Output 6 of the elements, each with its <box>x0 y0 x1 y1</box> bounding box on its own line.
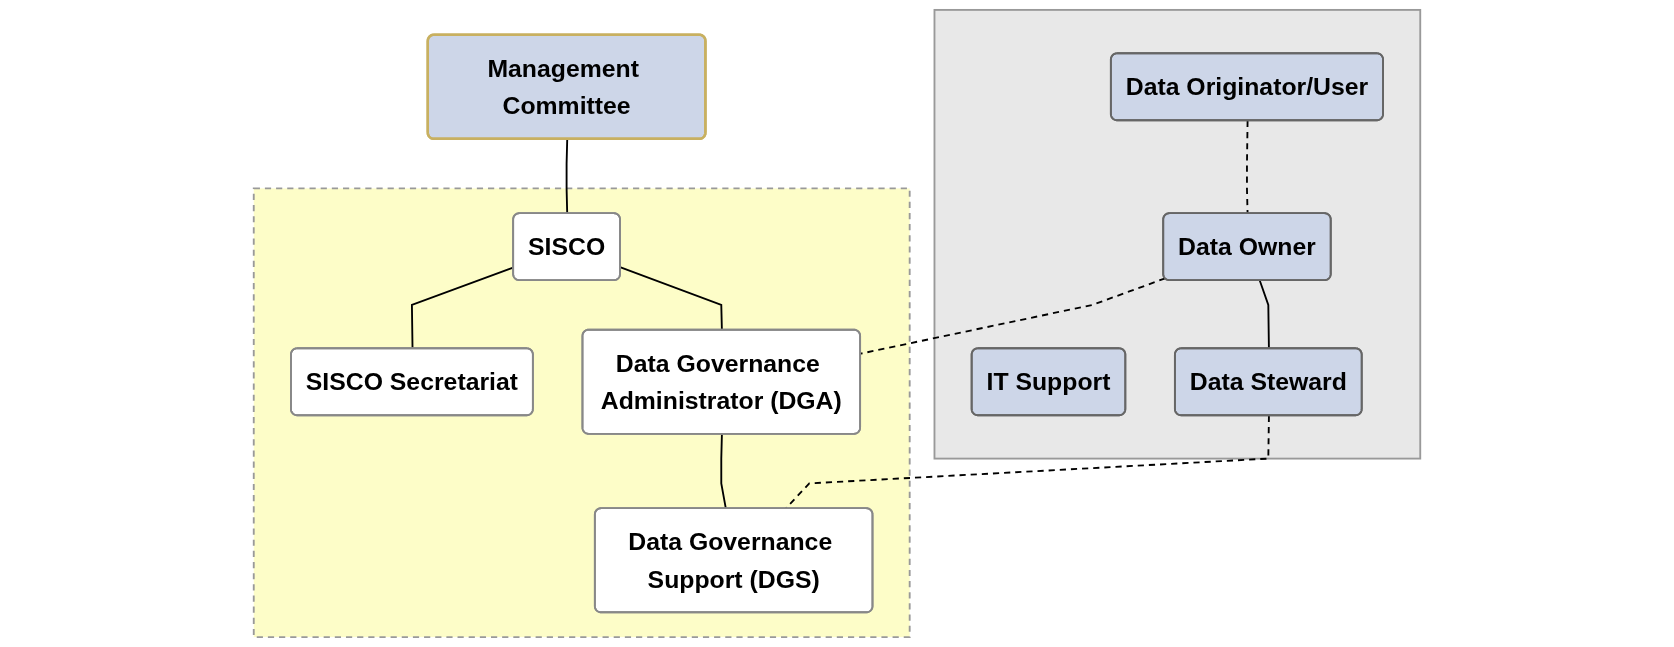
cluster <box>252 187 911 638</box>
cluster <box>933 9 1422 460</box>
connector <box>1258 279 1270 350</box>
connector <box>565 138 569 215</box>
connector <box>720 433 727 510</box>
connector <box>1246 119 1249 215</box>
